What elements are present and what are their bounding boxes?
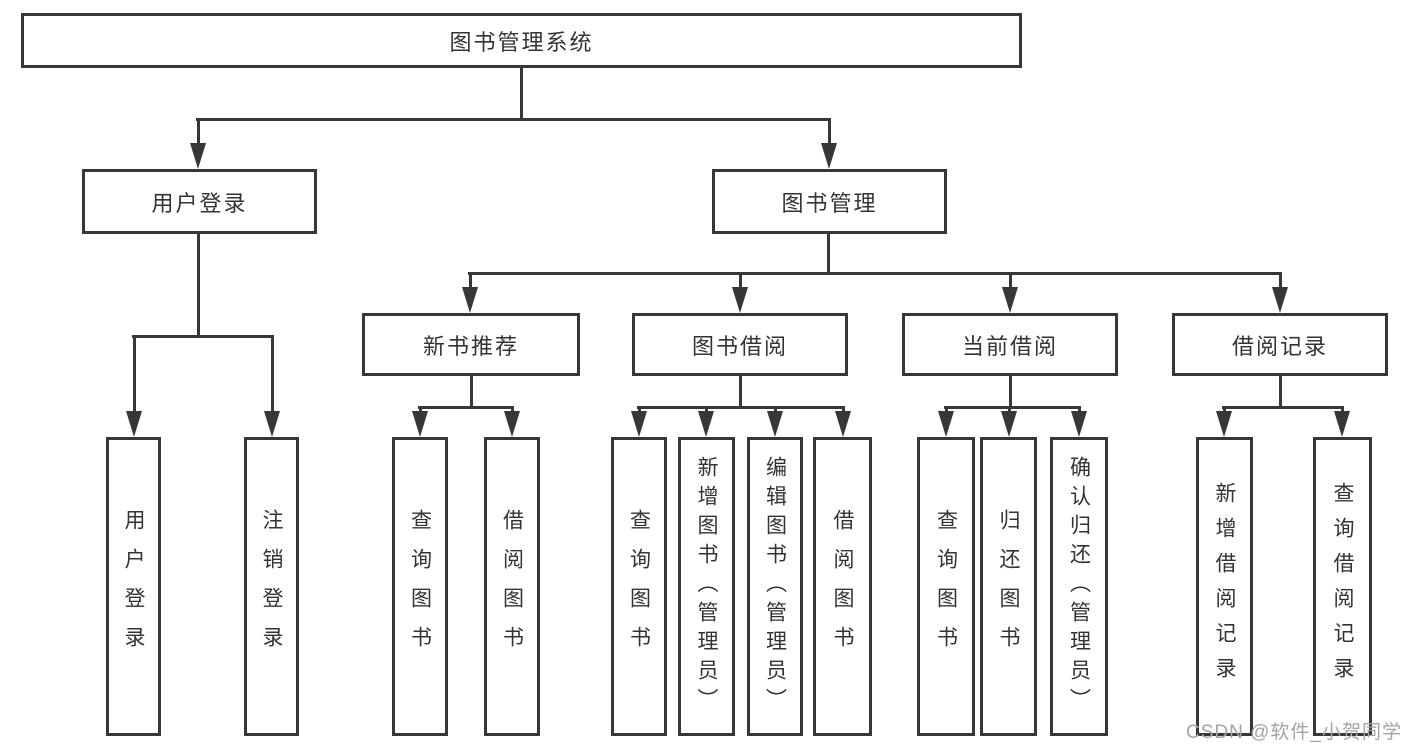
node-current-borrowing: 当前借阅 — [902, 313, 1118, 376]
leaf-search-book-recommend: 查询图书 — [392, 437, 448, 736]
leaf-search-book-current: 查询图书 — [917, 437, 975, 736]
connector-line — [196, 120, 200, 145]
connector-line — [1278, 274, 1282, 289]
connector-line — [519, 68, 523, 120]
connector-line — [418, 406, 514, 409]
connector-line — [1007, 408, 1011, 413]
leaf-add-book-admin: 新增图书（管理员） — [678, 437, 735, 736]
node-root: 图书管理系统 — [21, 13, 1022, 68]
connector-line — [1340, 408, 1344, 413]
arrow-down-icon — [462, 287, 478, 313]
arrow-down-icon — [821, 143, 837, 169]
leaf-borrow-book-recommend: 借阅图书 — [484, 437, 540, 736]
arrow-down-icon — [126, 411, 142, 437]
arrow-down-icon — [1272, 287, 1288, 313]
connector-line — [827, 120, 831, 145]
connector-line — [196, 234, 200, 338]
connector-line — [637, 408, 641, 413]
arrow-down-icon — [1334, 411, 1350, 437]
arrow-down-icon — [732, 287, 748, 313]
leaf-edit-book-admin: 编辑图书（管理员） — [747, 437, 803, 736]
connector-line — [270, 337, 274, 413]
connector-line — [1008, 274, 1012, 289]
node-book-borrowing: 图书借阅 — [632, 313, 848, 376]
connector-line — [944, 406, 1081, 409]
connector-line — [196, 118, 831, 121]
arrow-down-icon — [412, 411, 428, 437]
connector-line — [468, 274, 472, 289]
watermark-text: CSDN @软件_小贺同学 — [1186, 722, 1402, 743]
connector-line — [418, 408, 422, 413]
connector-line — [468, 272, 1282, 275]
arrow-down-icon — [767, 411, 783, 437]
connector-line — [1278, 376, 1282, 409]
connector-line — [132, 337, 136, 413]
arrow-down-icon — [1216, 411, 1232, 437]
connector-line — [1008, 376, 1012, 409]
node-user-login: 用户登录 — [82, 169, 317, 234]
connector-line — [469, 376, 473, 409]
connector-line — [637, 406, 845, 409]
connector-line — [1222, 406, 1344, 409]
node-book-management: 图书管理 — [712, 169, 947, 234]
connector-line — [132, 335, 274, 338]
node-new-book-recommend: 新书推荐 — [362, 313, 580, 376]
arrow-down-icon — [504, 411, 520, 437]
leaf-search-book-borrowing: 查询图书 — [611, 437, 667, 736]
connector-line — [738, 376, 742, 409]
arrow-down-icon — [1002, 287, 1018, 313]
arrow-down-icon — [190, 143, 206, 169]
connector-line — [773, 408, 777, 413]
connector-line — [841, 408, 845, 413]
arrow-down-icon — [835, 411, 851, 437]
arrow-down-icon — [1001, 411, 1017, 437]
node-borrowing-records: 借阅记录 — [1172, 313, 1388, 376]
arrow-down-icon — [698, 411, 714, 437]
leaf-confirm-return-admin: 确认归还（管理员） — [1050, 437, 1108, 736]
leaf-logout: 注销登录 — [244, 437, 299, 736]
leaf-return-book: 归还图书 — [980, 437, 1037, 736]
connector-line — [826, 234, 830, 275]
connector-line — [738, 274, 742, 289]
leaf-user-login: 用户登录 — [106, 437, 161, 736]
leaf-search-borrow-record: 查询借阅记录 — [1313, 437, 1372, 736]
arrow-down-icon — [938, 411, 954, 437]
connector-line — [944, 408, 948, 413]
arrow-down-icon — [1071, 411, 1087, 437]
leaf-borrow-book: 借阅图书 — [813, 437, 872, 736]
connector-line — [704, 408, 708, 413]
arrow-down-icon — [264, 411, 280, 437]
connector-line — [510, 408, 514, 413]
connector-line — [1222, 408, 1226, 413]
leaf-add-borrow-record: 新增借阅记录 — [1196, 437, 1253, 736]
connector-line — [1077, 408, 1081, 413]
arrow-down-icon — [631, 411, 647, 437]
